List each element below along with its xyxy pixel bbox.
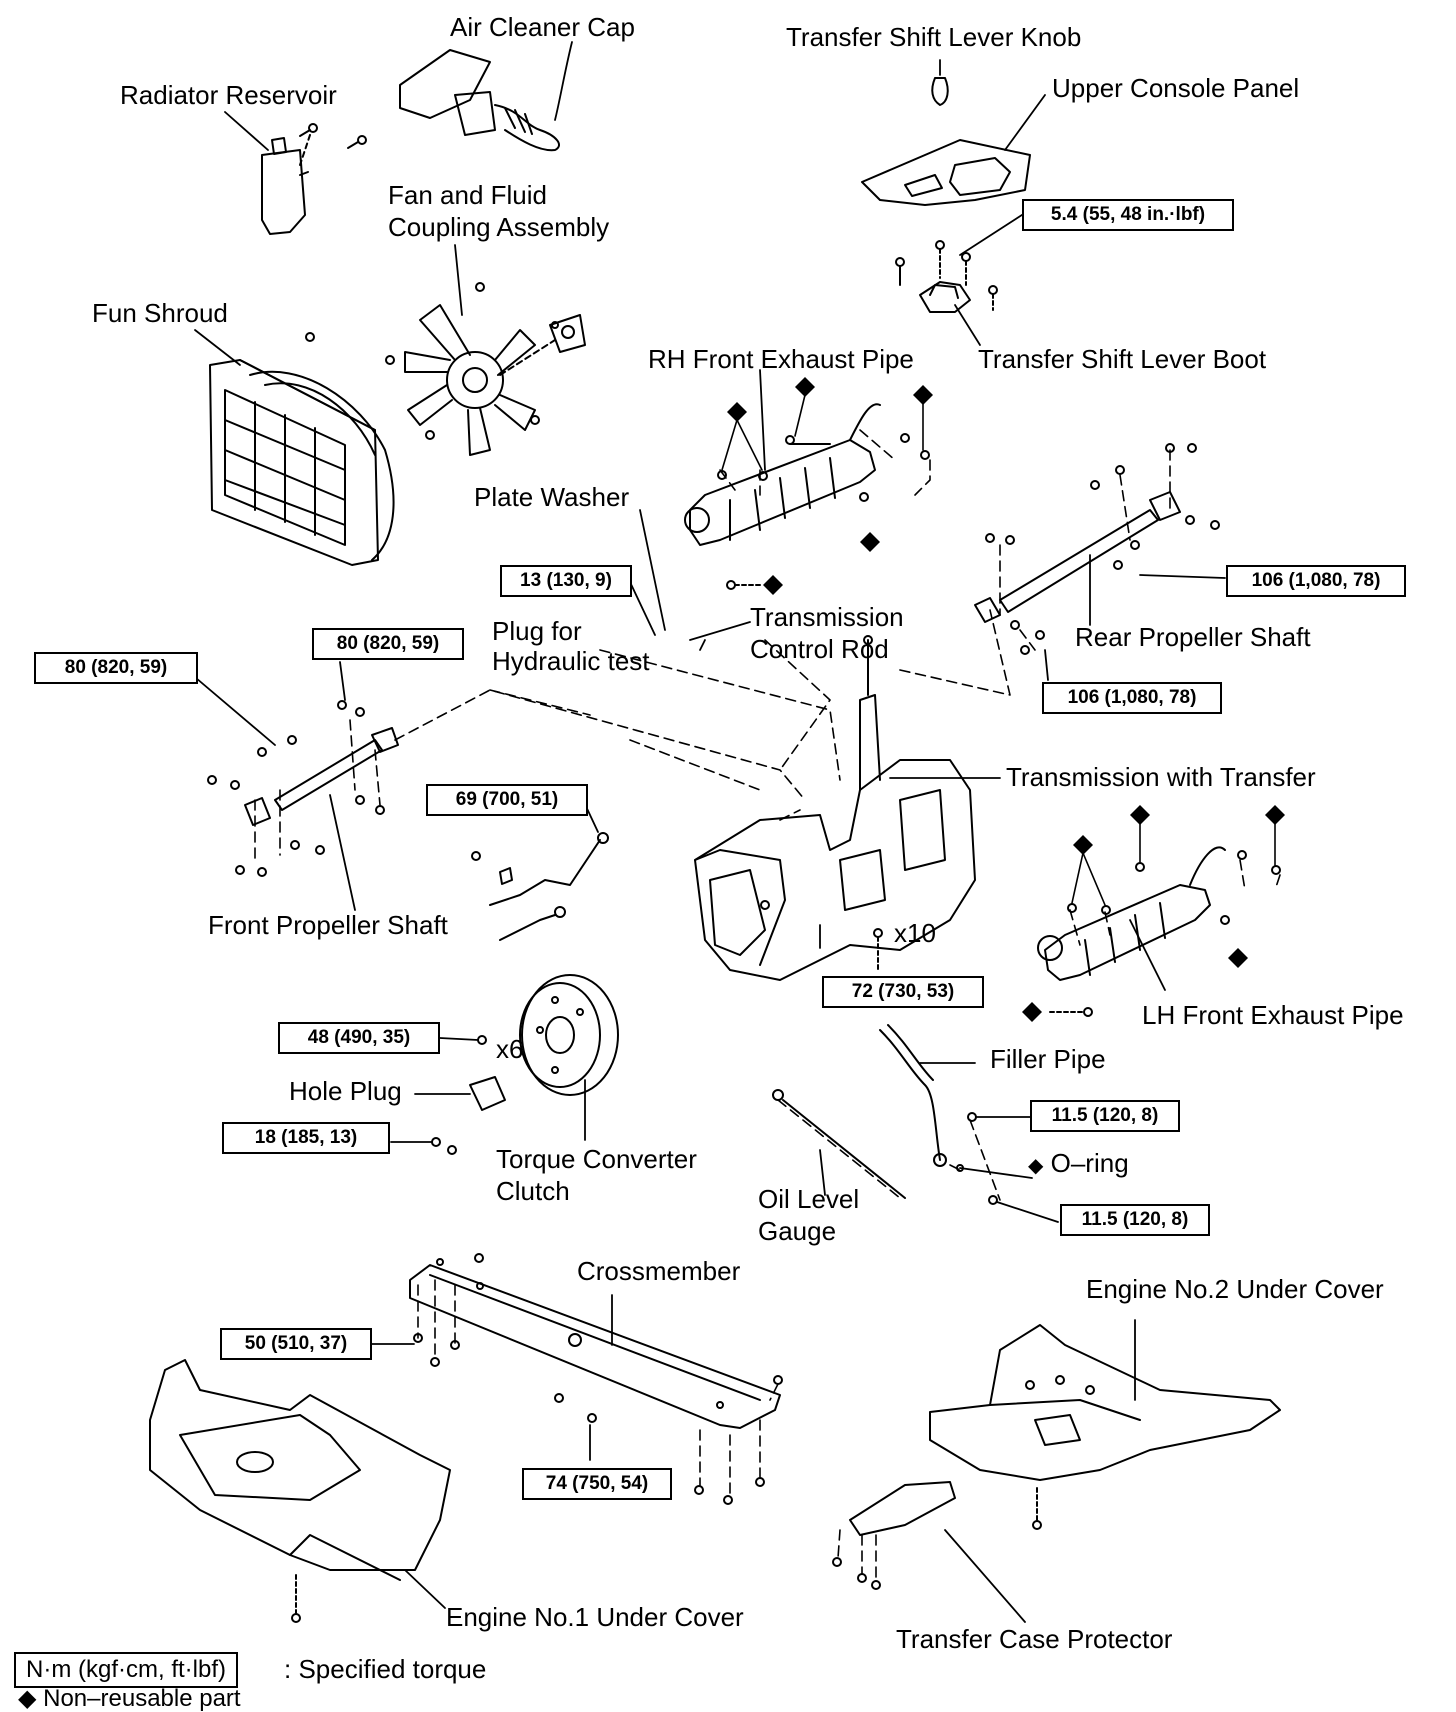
label-front-propeller-shaft: Front Propeller Shaft xyxy=(208,910,448,940)
air-cleaner-cap-drawing xyxy=(399,49,560,152)
radiator-reservoir-drawing xyxy=(261,123,367,235)
label-oil-level-gauge-line2: Gauge xyxy=(758,1216,837,1246)
label-filler-pipe: Filler Pipe xyxy=(990,1044,1106,1074)
legend-unit-description: : Specified torque xyxy=(284,1654,487,1684)
engine-under-cover-2-drawing xyxy=(929,1324,1281,1530)
label-x6: x6 xyxy=(496,1034,524,1064)
torque-box-filler-upper: 11.5 (120, 8) xyxy=(1030,1100,1180,1132)
torque-converter-drawing xyxy=(477,974,619,1096)
crossmember-drawing xyxy=(409,1253,783,1505)
lh-exhaust-drawing xyxy=(1037,846,1281,1017)
front-propeller-shaft-drawing xyxy=(207,700,399,877)
label-plug-hydraulic-line2: Hydraulic test xyxy=(492,646,650,676)
torque-box-torque-converter: 48 (490, 35) xyxy=(278,1022,440,1054)
torque-box-rear-shaft-lower: 106 (1,080, 78) xyxy=(1042,682,1222,714)
torque-box-front-shaft-right: 80 (820, 59) xyxy=(312,628,464,660)
transmission-drawing xyxy=(694,635,976,981)
label-x10: x10 xyxy=(894,918,936,948)
label-lh-front-exhaust-pipe: LH Front Exhaust Pipe xyxy=(1142,1000,1404,1030)
control-rod-drawing xyxy=(471,832,609,941)
assembly-dashed-lines xyxy=(254,429,1281,1582)
filler-pipe-drawing xyxy=(879,1024,998,1205)
label-oil-level-gauge-line1: Oil Level xyxy=(758,1184,860,1214)
oil-level-gauge-drawing xyxy=(772,1089,906,1199)
torque-box-plate-washer: 13 (130, 9) xyxy=(500,565,632,597)
label-fun-shroud: Fun Shroud xyxy=(92,298,228,328)
nonreusable-symbol: ◆ xyxy=(1028,1155,1044,1177)
label-transmission-control-rod-line2: Control Rod xyxy=(750,634,889,664)
label-torque-converter-line2: Clutch xyxy=(496,1176,570,1206)
shift-knob-drawing xyxy=(931,77,949,106)
label-air-cleaner-cap: Air Cleaner Cap xyxy=(450,12,635,42)
label-transfer-shift-lever-boot: Transfer Shift Lever Boot xyxy=(978,344,1267,374)
label-rear-propeller-shaft: Rear Propeller Shaft xyxy=(1075,622,1311,652)
torque-box-front-shaft-left: 80 (820, 59) xyxy=(34,652,198,684)
torque-box-crossmember-nut: 74 (750, 54) xyxy=(522,1468,672,1500)
rh-exhaust-drawing xyxy=(684,403,930,590)
label-crossmember: Crossmember xyxy=(577,1256,741,1286)
fan-shroud-drawing xyxy=(209,332,395,566)
legend-unit-box: N·m (kgf·cm, ft·lbf) xyxy=(14,1652,238,1688)
torque-box-filler-lower: 11.5 (120, 8) xyxy=(1060,1204,1210,1236)
label-plug-hydraulic-line1: Plug for xyxy=(492,616,582,646)
upper-console-panel-drawing xyxy=(861,139,1031,206)
label-engine-no2-under-cover: Engine No.2 Under Cover xyxy=(1086,1274,1384,1304)
torque-box-control-rod: 69 (700, 51) xyxy=(426,784,588,816)
label-o-ring-text: O–ring xyxy=(1050,1148,1129,1178)
torque-box-hole-plug: 18 (185, 13) xyxy=(222,1122,390,1154)
shift-lever-boot-drawing xyxy=(895,240,998,313)
nonreusable-markers xyxy=(727,377,1285,1022)
label-upper-console-panel: Upper Console Panel xyxy=(1052,73,1300,103)
fan-coupling-drawing xyxy=(404,282,586,456)
torque-box-crossmember: 50 (510, 37) xyxy=(220,1328,372,1360)
label-radiator-reservoir: Radiator Reservoir xyxy=(120,80,337,110)
torque-box-rear-shaft-upper: 106 (1,080, 78) xyxy=(1226,565,1406,597)
label-engine-no1-under-cover: Engine No.1 Under Cover xyxy=(446,1602,744,1632)
label-rh-front-exhaust-pipe: RH Front Exhaust Pipe xyxy=(648,344,914,374)
torque-box-console: 5.4 (55, 48 in.·lbf) xyxy=(1022,199,1234,231)
transfer-case-protector-drawing xyxy=(832,1481,956,1590)
label-transmission-with-transfer: Transmission with Transfer xyxy=(1006,762,1316,792)
hole-plug-drawing xyxy=(431,1076,506,1155)
torque-box-transmission-bolts: 72 (730, 53) xyxy=(822,976,984,1008)
label-torque-converter-line1: Torque Converter xyxy=(496,1144,697,1174)
label-plate-washer: Plate Washer xyxy=(474,482,630,512)
engine-under-cover-1-drawing xyxy=(149,1359,451,1623)
label-fan-fluid-coupling-line1: Fan and Fluid xyxy=(388,180,547,210)
label-transmission-control-rod-line1: Transmission xyxy=(750,602,904,632)
leader-lines xyxy=(194,41,1226,1623)
legend-nonreusable-part: ◆ Non–reusable part xyxy=(18,1685,241,1712)
label-transfer-shift-lever-knob: Transfer Shift Lever Knob xyxy=(786,22,1082,52)
label-hole-plug: Hole Plug xyxy=(289,1076,402,1106)
nonreusable-marker-leaders xyxy=(721,394,1276,906)
label-fan-fluid-coupling-line2: Coupling Assembly xyxy=(388,212,610,242)
label-transfer-case-protector: Transfer Case Protector xyxy=(896,1624,1173,1654)
label-o-ring: ◆ O–ring xyxy=(1028,1148,1129,1181)
